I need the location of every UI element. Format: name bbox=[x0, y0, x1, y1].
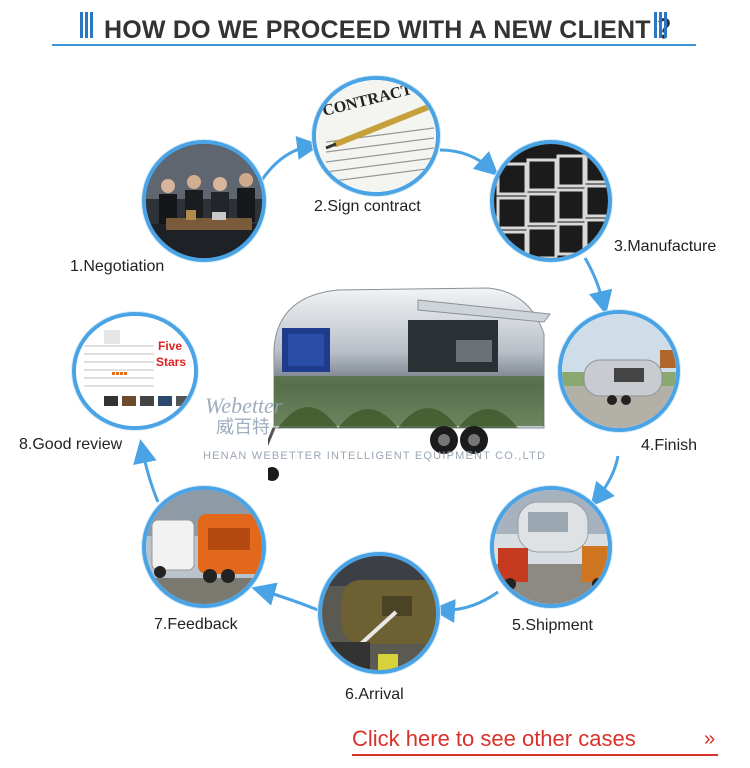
double-chevron-right-icon: » bbox=[704, 728, 716, 750]
feedback-photo bbox=[142, 486, 266, 608]
good-review-photo: Five Stars bbox=[72, 312, 198, 430]
see-other-cases-label: Click here to see other cases bbox=[352, 726, 636, 751]
airstream-trailer-image bbox=[262, 278, 558, 486]
watermark-brand-cn: 威百特 bbox=[216, 417, 270, 437]
arrow-6-to-7 bbox=[251, 582, 319, 612]
bars-decoration-icon bbox=[654, 12, 668, 38]
step-label-finish: 4.Finish bbox=[641, 437, 698, 454]
arrow-5-to-6 bbox=[431, 590, 499, 623]
arrival-photo bbox=[318, 552, 440, 674]
step-label-sign-contract: 2.Sign contract bbox=[314, 198, 421, 215]
step-label-feedback: 7.Feedback bbox=[154, 616, 238, 633]
finish-photo bbox=[558, 310, 680, 432]
see-other-cases-link[interactable]: Click here to see other cases » bbox=[352, 726, 718, 756]
step-label-arrival: 6.Arrival bbox=[345, 686, 404, 703]
step-label-good-review: 8.Good review bbox=[19, 436, 123, 453]
bars-decoration-icon bbox=[80, 12, 94, 38]
arrow-2-to-3 bbox=[439, 148, 499, 177]
step-label-manufacture: 3.Manufacture bbox=[614, 238, 717, 255]
negotiation-photo bbox=[142, 140, 266, 262]
contract-photo: CONTRACT bbox=[312, 76, 440, 196]
manufacture-photo bbox=[490, 140, 612, 262]
step-label-shipment: 5.Shipment bbox=[512, 617, 593, 634]
shipment-photo bbox=[490, 486, 612, 608]
header-bar: HOW DO WE PROCEED WITH A NEW CLIENT ？ bbox=[52, 6, 696, 46]
watermark-brand: Webetter bbox=[205, 393, 283, 418]
step-label-negotiation: 1.Negotiation bbox=[70, 258, 165, 275]
arrow-1-to-2 bbox=[256, 135, 321, 187]
arrow-4-to-5 bbox=[590, 455, 620, 507]
badge-five-text: Five bbox=[158, 339, 182, 353]
page-title: HOW DO WE PROCEED WITH A NEW CLIENT ？ bbox=[104, 16, 684, 44]
arrow-7-to-8 bbox=[133, 439, 160, 503]
arrow-3-to-4 bbox=[583, 257, 613, 315]
badge-stars-text: Stars bbox=[156, 355, 186, 369]
watermark-company: HENAN WEBETTER INTELLIGENT EQUIPMENT CO.… bbox=[203, 450, 547, 462]
